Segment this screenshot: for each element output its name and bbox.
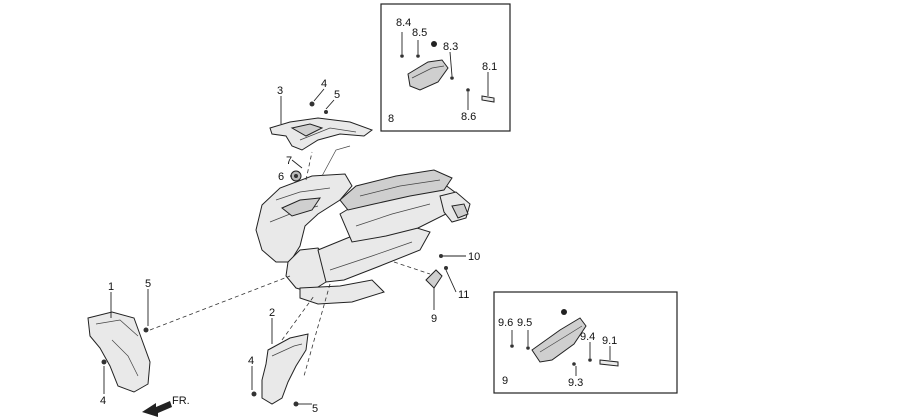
label-5-top: 5 [334, 89, 340, 101]
label-7: 7 [286, 155, 292, 167]
label-4-top: 4 [321, 78, 327, 90]
part-3-bracket [269, 101, 374, 151]
label-8-3: 8.3 [443, 41, 458, 53]
label-9-box: 9 [502, 375, 508, 387]
detail-box-9 [493, 291, 678, 394]
front-arrow-icon [142, 401, 172, 417]
label-8-4: 8.4 [396, 17, 411, 29]
part-1-inner-fender [87, 311, 151, 393]
front-label: FR. [172, 395, 190, 407]
part-labels: 1 5 4 2 4 5 3 4 5 7 6 10 11 9 8.4 8.5 8.… [100, 17, 617, 415]
front-direction-indicator: FR. [142, 395, 190, 417]
scooter-illustration [255, 145, 471, 305]
label-4-lower: 4 [248, 355, 254, 367]
label-10: 10 [468, 251, 480, 263]
label-1: 1 [108, 281, 114, 293]
label-9-4: 9.4 [580, 331, 595, 343]
label-9-6: 9.6 [498, 317, 513, 329]
label-5-lower: 5 [312, 403, 318, 415]
label-8: 8 [388, 113, 394, 125]
part-9-bracket [425, 254, 448, 289]
label-4-left: 4 [100, 395, 106, 407]
part-2-lower-cover [251, 333, 309, 407]
label-9: 9 [431, 313, 437, 325]
label-8-5: 8.5 [412, 27, 427, 39]
label-9-5: 9.5 [517, 317, 532, 329]
part-6-grommet [290, 170, 302, 182]
label-9-1: 9.1 [602, 335, 617, 347]
label-3: 3 [277, 85, 283, 97]
label-9-3: 9.3 [568, 377, 583, 389]
label-6: 6 [278, 171, 284, 183]
label-8-6: 8.6 [461, 111, 476, 123]
label-2: 2 [269, 307, 275, 319]
assembly-lines [149, 151, 431, 377]
label-11: 11 [458, 289, 469, 301]
label-5-left: 5 [145, 278, 151, 290]
detail-box-8 [380, 3, 511, 132]
label-8-1: 8.1 [482, 61, 497, 73]
label-leaders [103, 32, 611, 405]
